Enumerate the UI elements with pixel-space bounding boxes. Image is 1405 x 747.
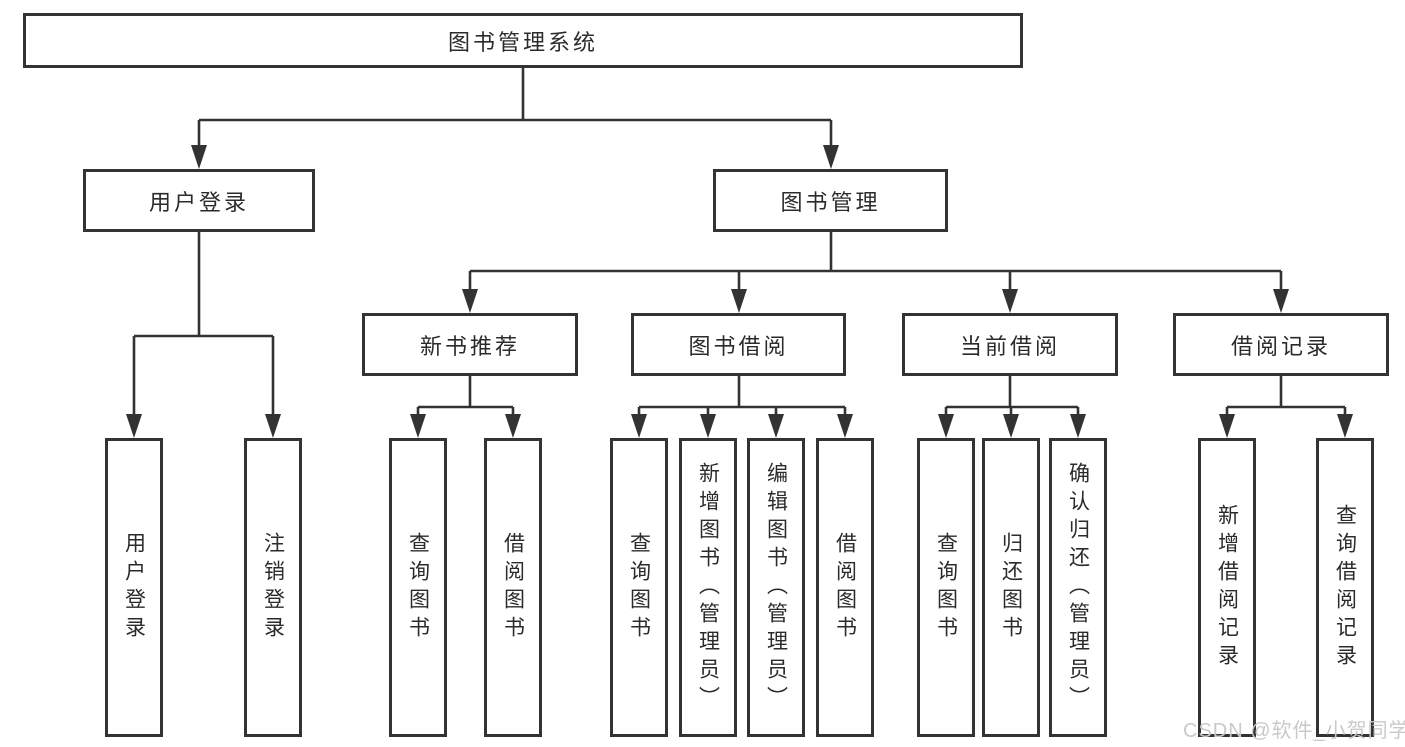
arrowhead-icon — [837, 414, 853, 438]
node-library-system-label: 图书管理系统 — [447, 29, 598, 55]
leaf-query-books-borrow-label: 查询图书 — [627, 531, 651, 644]
leaf-logout: 注销登录 — [244, 438, 302, 737]
arrowhead-icon — [731, 289, 747, 313]
arrowhead-icon — [410, 414, 426, 438]
leaf-add-books-admin: 新增图书（管理员） — [679, 438, 737, 737]
arrowhead-icon — [1219, 414, 1235, 438]
connector-book-management-to-level3 — [462, 232, 1289, 313]
leaf-user-login: 用户登录 — [105, 438, 163, 737]
leaf-return-books: 归还图书 — [982, 438, 1040, 737]
node-borrow-records-label: 借阅记录 — [1230, 333, 1331, 359]
leaf-edit-books-admin: 编辑图书（管理员） — [747, 438, 805, 737]
arrowhead-icon — [1003, 414, 1019, 438]
leaf-query-books-borrow: 查询图书 — [610, 438, 668, 737]
connector-user-login-to-leaves — [126, 232, 281, 438]
leaf-query-books-current: 查询图书 — [917, 438, 975, 737]
connector-borrow-records-to-leaves — [1219, 376, 1353, 438]
arrowhead-icon — [631, 414, 647, 438]
arrowhead-icon — [462, 289, 478, 313]
node-book-borrow-label: 图书借阅 — [688, 333, 789, 359]
leaf-add-borrow-record-label: 新增借阅记录 — [1215, 503, 1239, 672]
leaf-query-books-recommend: 查询图书 — [389, 438, 447, 737]
leaf-logout-label: 注销登录 — [261, 531, 285, 644]
node-new-book-recommend: 新书推荐 — [362, 313, 578, 376]
node-library-system: 图书管理系统 — [23, 13, 1023, 68]
leaf-query-books-recommend-label: 查询图书 — [406, 531, 430, 644]
arrowhead-icon — [126, 414, 142, 438]
arrowhead-icon — [191, 145, 207, 169]
node-user-login-label: 用户登录 — [148, 189, 249, 215]
leaf-user-login-label: 用户登录 — [122, 531, 146, 644]
arrowhead-icon — [938, 414, 954, 438]
arrowhead-icon — [700, 414, 716, 438]
leaf-add-books-admin-label: 新增图书（管理员） — [696, 461, 720, 714]
leaf-query-books-current-label: 查询图书 — [934, 531, 958, 644]
arrowhead-icon — [1273, 289, 1289, 313]
connector-new-book-recommend-to-leaves — [410, 376, 521, 438]
leaf-query-borrow-record-label: 查询借阅记录 — [1333, 503, 1357, 672]
leaf-confirm-return-admin-label: 确认归还（管理员） — [1066, 461, 1090, 714]
node-borrow-records: 借阅记录 — [1173, 313, 1389, 376]
leaf-borrow-books-label: 借阅图书 — [833, 531, 857, 644]
node-new-book-recommend-label: 新书推荐 — [419, 333, 520, 359]
csdn-watermark: CSDN @软件_小贺同学 — [1183, 720, 1405, 742]
leaf-add-borrow-record: 新增借阅记录 — [1198, 438, 1256, 737]
node-book-management-label: 图书管理 — [780, 189, 881, 215]
arrowhead-icon — [505, 414, 521, 438]
leaf-edit-books-admin-label: 编辑图书（管理员） — [764, 461, 788, 714]
leaf-confirm-return-admin: 确认归还（管理员） — [1049, 438, 1107, 737]
connector-book-borrow-to-leaves — [631, 376, 853, 438]
arrowhead-icon — [1002, 289, 1018, 313]
connector-root-to-level2 — [191, 68, 839, 169]
connector-current-borrow-to-leaves — [938, 376, 1086, 438]
leaf-borrow-books: 借阅图书 — [816, 438, 874, 737]
node-user-login: 用户登录 — [83, 169, 315, 232]
arrowhead-icon — [1337, 414, 1353, 438]
node-book-borrow: 图书借阅 — [631, 313, 846, 376]
leaf-borrow-books-recommend: 借阅图书 — [484, 438, 542, 737]
node-book-management: 图书管理 — [713, 169, 948, 232]
arrowhead-icon — [823, 145, 839, 169]
leaf-return-books-label: 归还图书 — [999, 531, 1023, 644]
leaf-borrow-books-recommend-label: 借阅图书 — [501, 531, 525, 644]
node-current-borrow-label: 当前借阅 — [959, 333, 1060, 359]
arrowhead-icon — [1070, 414, 1086, 438]
leaf-query-borrow-record: 查询借阅记录 — [1316, 438, 1374, 737]
arrowhead-icon — [768, 414, 784, 438]
node-current-borrow: 当前借阅 — [902, 313, 1118, 376]
arrowhead-icon — [265, 414, 281, 438]
